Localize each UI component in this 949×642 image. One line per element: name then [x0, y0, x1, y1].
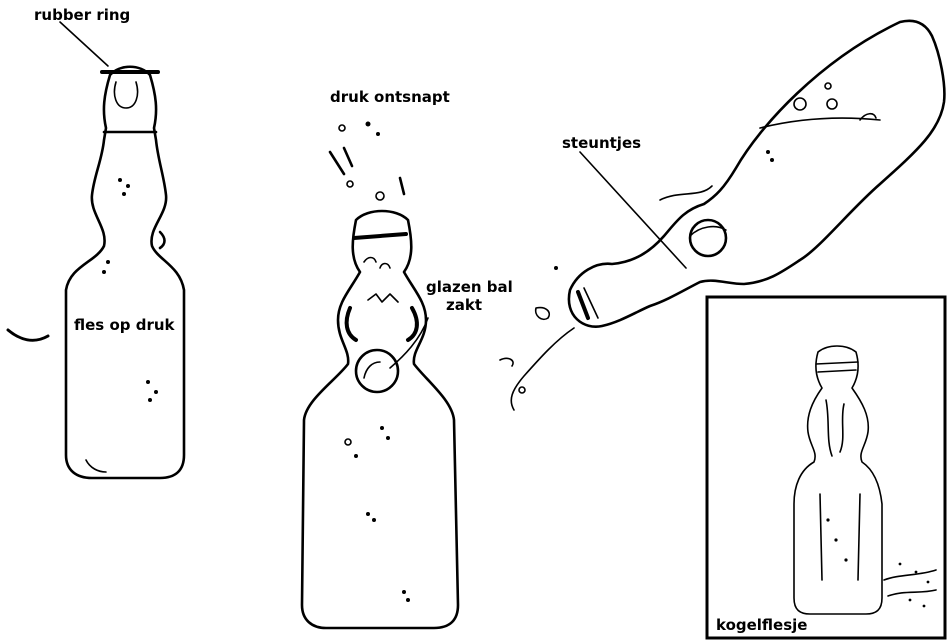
- bottle-pressure-label: fles op druk: [74, 316, 176, 334]
- supports-label: steuntjes: [562, 134, 641, 152]
- inset-panel: kogelflesje: [707, 297, 945, 638]
- inset-caption: kogelflesje: [716, 616, 807, 634]
- glass-ball-label-line1: glazen bal: [426, 278, 513, 296]
- bottle-under-pressure: [8, 67, 184, 478]
- pressure-escapes-label: druk ontsnapt: [330, 88, 450, 106]
- rubber-ring-label: rubber ring: [34, 6, 130, 24]
- supports-leader-line: [580, 152, 686, 268]
- rubber-ring-leader-line: [60, 22, 108, 66]
- bottle-ball-drops: [302, 122, 458, 629]
- glass-ball-label-line2: zakt: [446, 296, 482, 314]
